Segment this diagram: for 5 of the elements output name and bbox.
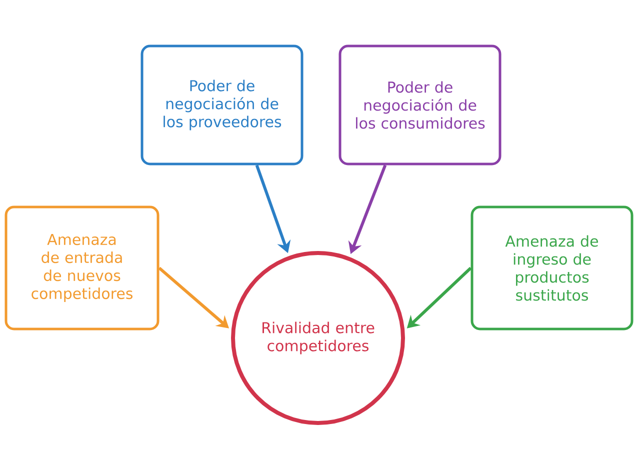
- callout-box: Poder de negociación de los consumidores: [338, 44, 502, 166]
- callout-box: Poder de negociación de los proveedores: [140, 44, 304, 166]
- circle-node: Rivalidad entre competidores: [231, 251, 405, 425]
- callout-box: Amenaza de ingreso de productos sustitutos: [470, 206, 634, 330]
- callout-box: Amenaza de entrada de nuevos competidores: [4, 206, 160, 330]
